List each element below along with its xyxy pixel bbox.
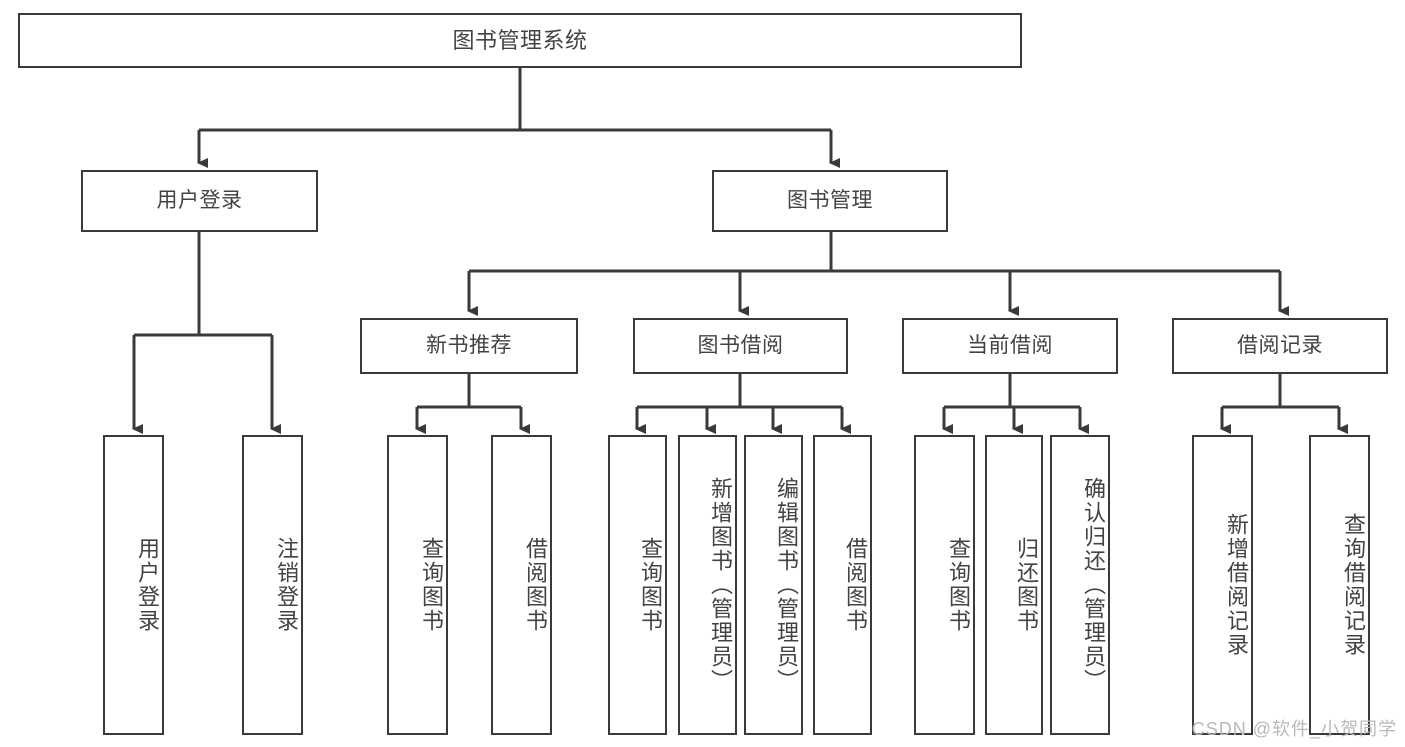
node-label: 借阅图书 <box>843 537 868 633</box>
node-book-borrow[interactable]: 图书借阅 <box>633 318 848 374</box>
node-label: 用户登录 <box>135 537 160 633</box>
leaf-new-book-borrow-books[interactable]: 借阅图书 <box>491 435 552 735</box>
node-current-borrow[interactable]: 当前借阅 <box>902 318 1118 374</box>
node-label: 新书推荐 <box>426 333 512 357</box>
node-label: 图书管理系统 <box>452 27 588 53</box>
node-label: 确认归还（管理员） <box>1081 477 1106 693</box>
node-label: 查询图书 <box>638 537 663 633</box>
node-label: 编辑图书（管理员） <box>774 477 799 693</box>
node-root-book-management-system[interactable]: 图书管理系统 <box>18 13 1022 68</box>
leaf-new-book-query-books[interactable]: 查询图书 <box>387 435 448 735</box>
node-book-management[interactable]: 图书管理 <box>712 170 948 232</box>
node-label: 借阅记录 <box>1237 333 1323 357</box>
node-label: 归还图书 <box>1014 537 1039 633</box>
node-label: 当前借阅 <box>967 333 1053 357</box>
node-label: 图书管理 <box>787 188 873 212</box>
watermark-text: CSDN @软件_小贺同学 <box>1191 719 1397 739</box>
node-label: 图书借阅 <box>697 333 784 357</box>
node-label: 新增图书（管理员） <box>708 477 733 693</box>
node-label: 借阅图书 <box>523 537 548 633</box>
leaf-current-borrow-confirm-return-admin[interactable]: 确认归还（管理员） <box>1050 435 1110 735</box>
leaf-user-login-login[interactable]: 用户登录 <box>103 435 164 735</box>
node-label: 用户登录 <box>156 188 243 212</box>
node-label: 查询图书 <box>419 537 444 633</box>
node-label: 注销登录 <box>274 537 299 633</box>
leaf-book-borrow-borrow-books[interactable]: 借阅图书 <box>813 435 872 735</box>
leaf-current-borrow-query-books[interactable]: 查询图书 <box>914 435 975 735</box>
leaf-current-borrow-return-books[interactable]: 归还图书 <box>985 435 1043 735</box>
node-borrow-record[interactable]: 借阅记录 <box>1172 318 1388 374</box>
node-label: 新增借阅记录 <box>1224 513 1249 657</box>
leaf-borrow-record-add-record[interactable]: 新增借阅记录 <box>1192 435 1253 735</box>
leaf-user-login-logout[interactable]: 注销登录 <box>242 435 303 735</box>
leaf-borrow-record-query-record[interactable]: 查询借阅记录 <box>1309 435 1370 735</box>
node-user-login[interactable]: 用户登录 <box>81 170 318 232</box>
node-new-book-recommend[interactable]: 新书推荐 <box>360 318 578 374</box>
leaf-book-borrow-add-book-admin[interactable]: 新增图书（管理员） <box>678 435 737 735</box>
node-label: 查询图书 <box>946 537 971 633</box>
leaf-book-borrow-edit-book-admin[interactable]: 编辑图书（管理员） <box>744 435 803 735</box>
node-label: 查询借阅记录 <box>1341 513 1366 657</box>
leaf-book-borrow-query-books[interactable]: 查询图书 <box>608 435 667 735</box>
